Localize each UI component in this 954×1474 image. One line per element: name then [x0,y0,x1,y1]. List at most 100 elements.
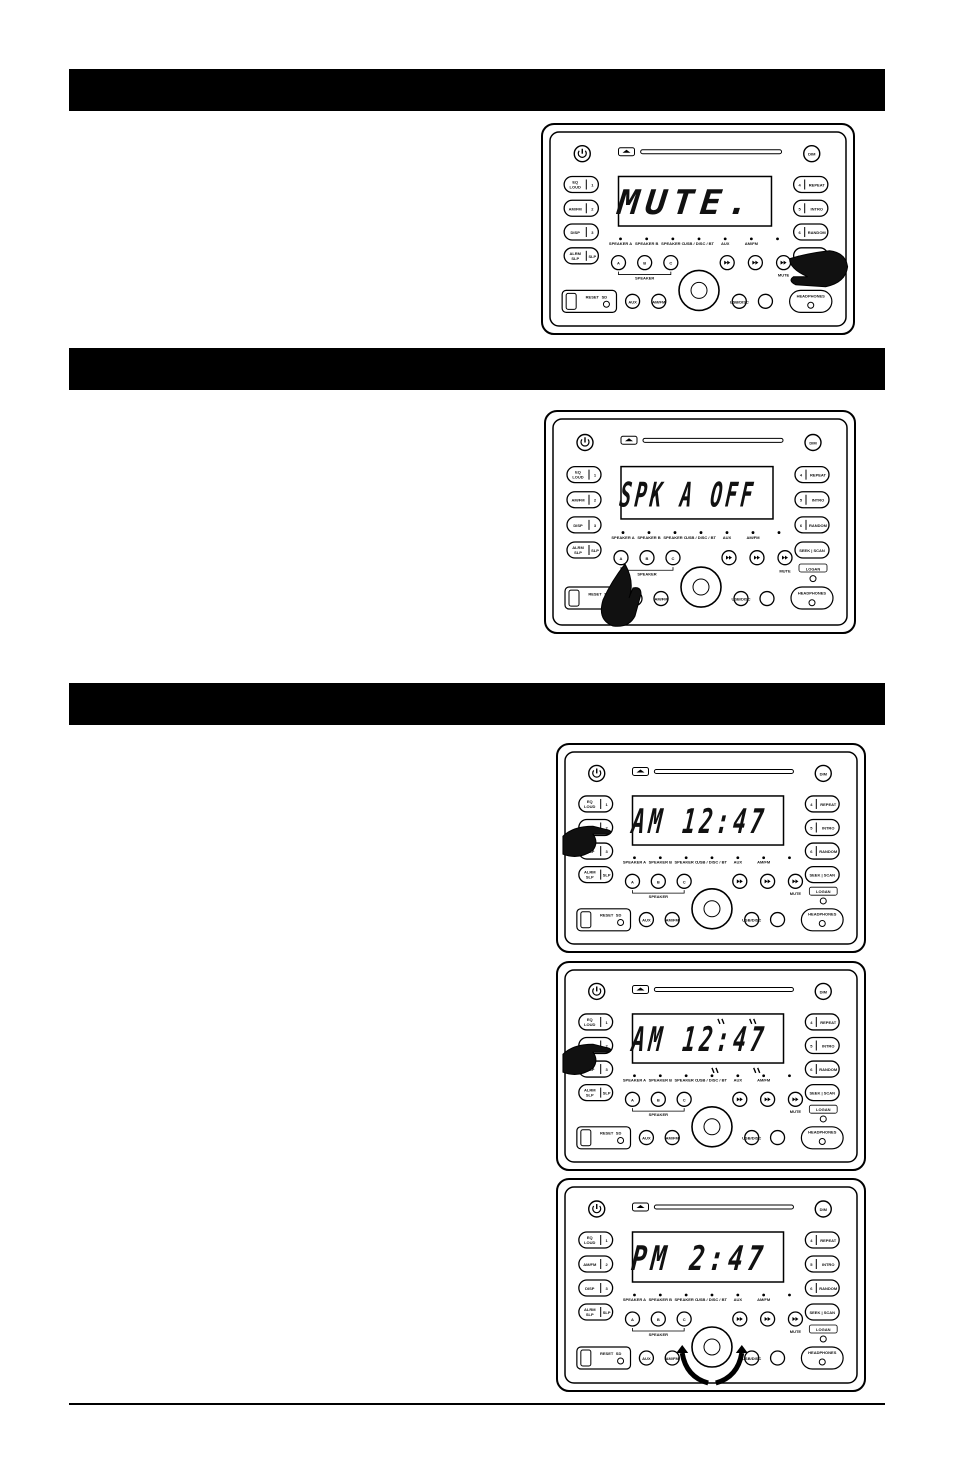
eject-button[interactable] [618,147,636,157]
headphones-jack[interactable]: HEADPHONES [800,1346,844,1370]
usb-disc-button[interactable]: USB/DISC [730,293,749,309]
power-button[interactable] [588,764,606,783]
eject-button[interactable] [631,985,649,995]
speaker-button-c[interactable]: C [676,1091,692,1107]
preset-button-right-4[interactable]: SEEK | SCAN [794,541,830,559]
info-button[interactable] [769,1350,786,1366]
usb-disc-button[interactable]: USB/DISC [742,911,761,928]
volume-knob[interactable] [691,1105,733,1148]
power-button[interactable] [588,982,606,1001]
dim-button[interactable]: DIM [803,144,821,163]
speaker-button-a[interactable]: A [610,255,627,271]
headphones-jack[interactable]: HEADPHONES [790,586,834,610]
amfm-button[interactable]: AM/FM [651,293,667,309]
speaker-button-a[interactable]: A [624,1311,641,1327]
amfm-button[interactable]: AM/FM [664,911,680,928]
speaker-button-c[interactable]: C [676,1311,692,1327]
aux-button[interactable]: AUX [638,1350,655,1366]
speaker-button-c[interactable]: C [665,550,681,566]
play-pause-button[interactable] [777,550,793,566]
amfm-button[interactable]: AM/FM [664,1129,680,1146]
previous-track-button[interactable] [732,1311,748,1327]
previous-track-button[interactable] [732,1091,748,1107]
aux-button[interactable]: AUX [624,293,641,309]
preset-button-right-4[interactable]: SEEK | SCAN [804,865,840,884]
info-button[interactable] [759,590,775,607]
next-track-button[interactable] [759,1091,776,1107]
speaker-button-b[interactable]: B [639,550,655,566]
volume-knob[interactable] [691,887,733,930]
previous-track-button[interactable] [721,550,737,566]
aux-button[interactable]: AUX [638,911,655,928]
volume-knob[interactable] [691,1326,733,1368]
volume-knob[interactable] [678,269,720,312]
next-track-button[interactable] [759,1311,776,1327]
amfm-button[interactable]: AM/FM [653,590,669,607]
speaker-button-a[interactable]: A [624,1091,641,1107]
speaker-button-a[interactable]: A [624,873,641,889]
headphones-jack[interactable]: HEADPHONES [800,908,844,932]
info-button[interactable] [769,1129,786,1146]
next-track-button[interactable] [759,873,776,889]
headphones-jack[interactable]: HEADPHONES [800,1126,844,1150]
dim-button[interactable]: DIM [814,764,832,783]
play-pause-button[interactable] [787,1311,804,1327]
speaker-button-c[interactable]: C [663,255,679,271]
usb-disc-button[interactable]: USB/DISC [731,590,751,607]
dim-button[interactable]: DIM [804,433,822,452]
power-button[interactable] [576,433,594,452]
play-pause-button[interactable] [775,255,792,271]
next-track-button[interactable] [747,255,764,271]
volume-knob[interactable] [680,566,722,608]
power-button[interactable] [573,144,591,163]
amfm-button[interactable]: AM/FM [664,1350,680,1366]
usb-disc-button[interactable]: USB/DISC [742,1129,761,1146]
dim-button[interactable]: DIM [814,982,832,1001]
preset-button-right-4[interactable]: SEEK | SCAN [804,1303,840,1321]
dim-button[interactable]: DIM [814,1200,832,1218]
preset-button-right-4[interactable]: SEEK | SCAN [804,1083,840,1102]
speaker-button-b[interactable]: B [650,1311,666,1327]
usb-disc-button[interactable]: USB/DISC [742,1350,761,1366]
play-pause-button[interactable] [787,873,804,889]
power-button[interactable] [588,1200,606,1218]
previous-track-button[interactable] [732,873,748,889]
eject-button[interactable] [631,1202,649,1212]
eject-button[interactable] [620,435,638,445]
next-track-button[interactable] [749,550,765,566]
speaker-button-c[interactable]: C [676,873,692,889]
speaker-button-b[interactable]: B [650,1091,666,1107]
headphones-jack[interactable]: HEADPHONES [789,289,833,313]
